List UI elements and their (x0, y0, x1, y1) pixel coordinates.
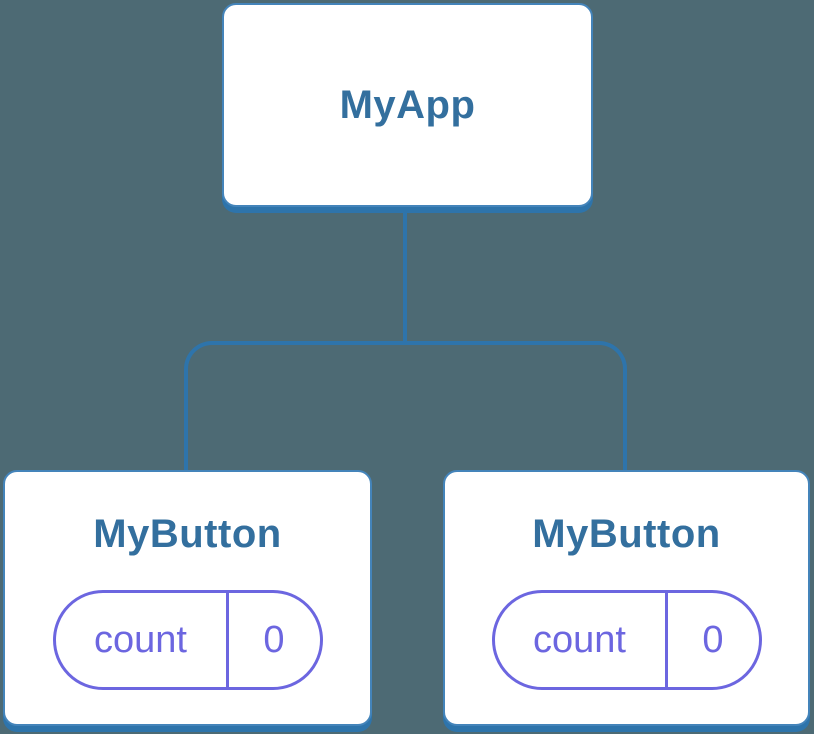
state-pill-left: count 0 (52, 590, 323, 690)
connector-branch-bracket (184, 341, 627, 470)
component-box-mybutton-right: MyButton count 0 (443, 470, 810, 726)
component-label-mybutton-right: MyButton (532, 512, 721, 556)
state-name-right: count (533, 618, 626, 661)
component-box-myapp: MyApp (222, 3, 593, 207)
state-name-left: count (94, 618, 187, 661)
connector-stem-line (403, 211, 407, 343)
state-value-right: 0 (664, 593, 759, 687)
state-value-left: 0 (225, 593, 320, 687)
component-label-mybutton-left: MyButton (93, 512, 282, 556)
component-box-mybutton-left: MyButton count 0 (3, 470, 372, 726)
state-pill-right: count 0 (491, 590, 762, 690)
component-label-myapp: MyApp (339, 83, 476, 127)
